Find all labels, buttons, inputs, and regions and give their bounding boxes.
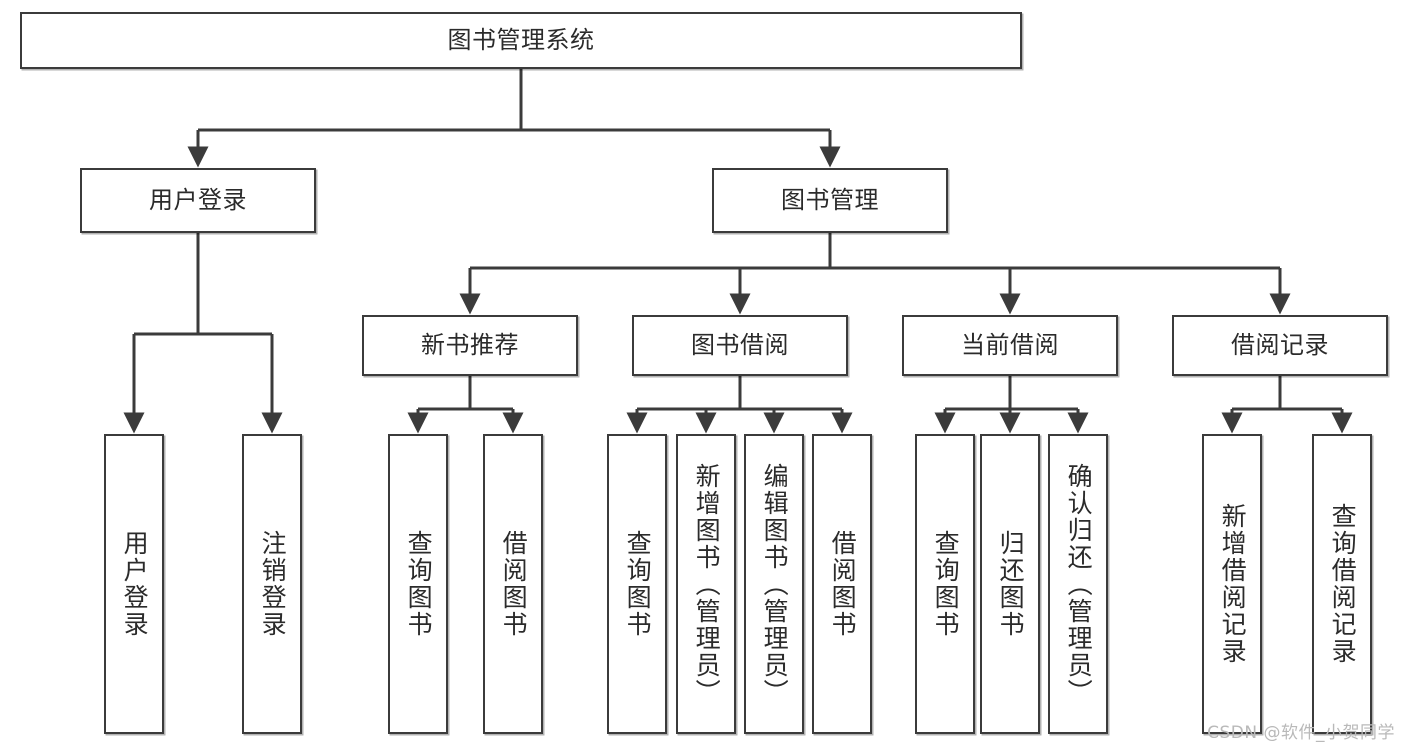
leaf-current-return-book[interactable]: 归还图书 [980, 434, 1040, 734]
leaf-record-query-label: 查询借阅记录 [1328, 503, 1358, 665]
node-current-borrow[interactable]: 当前借阅 [902, 315, 1118, 376]
node-borrow-record[interactable]: 借阅记录 [1172, 315, 1388, 376]
node-book-borrow[interactable]: 图书借阅 [632, 315, 848, 376]
leaf-current-query-book[interactable]: 查询图书 [915, 434, 975, 734]
node-new-book-recommend[interactable]: 新书推荐 [362, 315, 578, 376]
leaf-borrow-query-book[interactable]: 查询图书 [607, 434, 667, 734]
node-root-label: 图书管理系统 [447, 25, 595, 54]
watermark-text: CSDN @软件_小贺同学 [1207, 723, 1395, 743]
leaf-new-book-query[interactable]: 查询图书 [388, 434, 448, 734]
node-user-login[interactable]: 用户登录 [80, 168, 316, 233]
node-book-manage[interactable]: 图书管理 [712, 168, 948, 233]
leaf-borrow-borrow-book[interactable]: 借阅图书 [812, 434, 872, 734]
leaf-record-add[interactable]: 新增借阅记录 [1202, 434, 1262, 734]
leaf-user-login-logout-label: 注销登录 [258, 530, 288, 638]
node-borrow-record-label: 借阅记录 [1231, 330, 1329, 359]
leaf-borrow-borrow-book-label: 借阅图书 [828, 530, 858, 638]
leaf-record-query[interactable]: 查询借阅记录 [1312, 434, 1372, 734]
leaf-current-query-book-label: 查询图书 [931, 530, 961, 638]
node-book-borrow-label: 图书借阅 [691, 330, 789, 359]
leaf-borrow-add-book-label: 新增图书（管理员） [692, 462, 722, 706]
leaf-borrow-add-book[interactable]: 新增图书（管理员） [676, 434, 736, 734]
leaf-current-return-book-label: 归还图书 [996, 530, 1026, 638]
leaf-borrow-edit-book-label: 编辑图书（管理员） [760, 462, 790, 706]
leaf-new-book-borrow-label: 借阅图书 [499, 530, 529, 638]
leaf-user-login-login-label: 用户登录 [120, 530, 150, 638]
leaf-user-login-logout[interactable]: 注销登录 [242, 434, 302, 734]
leaf-borrow-query-book-label: 查询图书 [623, 530, 653, 638]
leaf-user-login-login[interactable]: 用户登录 [104, 434, 164, 734]
leaf-new-book-borrow[interactable]: 借阅图书 [483, 434, 543, 734]
leaf-current-confirm-return-label: 确认归还（管理员） [1064, 462, 1094, 706]
leaf-current-confirm-return[interactable]: 确认归还（管理员） [1048, 434, 1108, 734]
node-root[interactable]: 图书管理系统 [20, 12, 1022, 69]
leaf-new-book-query-label: 查询图书 [404, 530, 434, 638]
node-new-book-recommend-label: 新书推荐 [421, 330, 519, 359]
node-book-manage-label: 图书管理 [781, 185, 879, 214]
node-current-borrow-label: 当前借阅 [961, 330, 1059, 359]
leaf-record-add-label: 新增借阅记录 [1218, 503, 1248, 665]
leaf-borrow-edit-book[interactable]: 编辑图书（管理员） [744, 434, 804, 734]
node-user-login-label: 用户登录 [149, 185, 247, 214]
